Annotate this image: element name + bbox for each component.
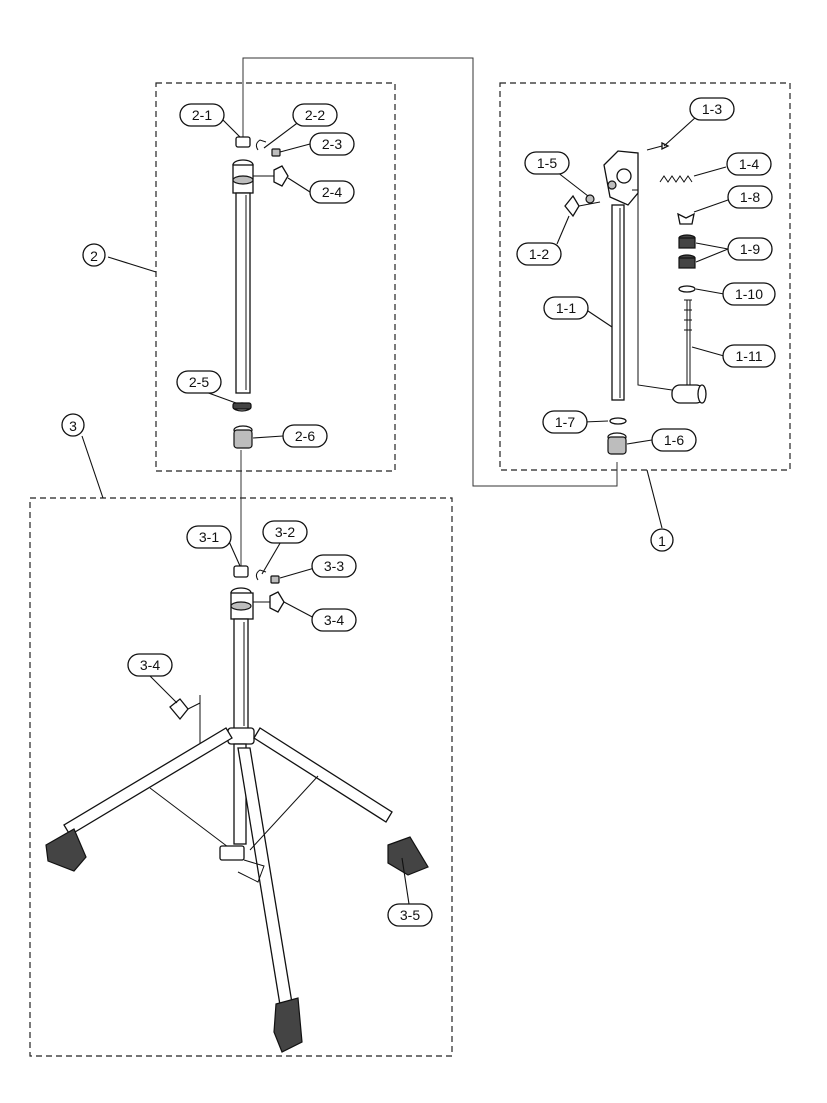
- svg-text:3-5: 3-5: [400, 907, 420, 923]
- callout-3-4: 3-4: [311, 608, 357, 632]
- svg-text:1-9: 1-9: [740, 241, 760, 257]
- callout-3-5: 3-5: [387, 903, 433, 927]
- callout-2-6: 2-6: [282, 424, 328, 448]
- svg-text:1-2: 1-2: [529, 246, 549, 262]
- connector-2-to-1: [242, 57, 618, 487]
- svg-text:3-3: 3-3: [324, 558, 344, 574]
- svg-text:3: 3: [69, 418, 77, 434]
- assembly-3-parts: [45, 565, 429, 1053]
- callout-1-8: 1-8: [727, 185, 773, 209]
- svg-text:2-2: 2-2: [305, 107, 325, 123]
- assembly-2-box: [155, 82, 396, 472]
- svg-text:1-7: 1-7: [555, 414, 575, 430]
- callout-3-1: 3-1: [186, 525, 232, 549]
- svg-text:2-4: 2-4: [322, 184, 342, 200]
- callout-2-1: 2-1: [179, 103, 225, 127]
- svg-text:2-3: 2-3: [322, 136, 342, 152]
- callout-3-4-loose: 3-4: [127, 653, 173, 677]
- assembly-label-1: 1: [650, 528, 674, 552]
- callout-1-7: 1-7: [542, 410, 588, 434]
- callout-1-10: 1-10: [722, 282, 776, 306]
- svg-text:1-4: 1-4: [739, 156, 759, 172]
- svg-text:2-6: 2-6: [295, 428, 315, 444]
- assembly-1-box: [499, 82, 791, 471]
- svg-text:3-4: 3-4: [324, 612, 344, 628]
- svg-text:1-1: 1-1: [556, 300, 576, 316]
- callout-2-5: 2-5: [176, 370, 222, 394]
- callout-1-4: 1-4: [726, 152, 772, 176]
- svg-text:1: 1: [658, 533, 666, 549]
- callout-3-2: 3-2: [262, 520, 308, 544]
- svg-text:1-3: 1-3: [702, 101, 722, 117]
- callout-1-5: 1-5: [524, 151, 570, 175]
- assembly-1-parts: [564, 141, 707, 455]
- callout-1-11: 1-11: [722, 344, 776, 368]
- callout-1-6: 1-6: [651, 428, 697, 452]
- svg-text:1-11: 1-11: [736, 348, 763, 364]
- svg-text:1-5: 1-5: [537, 155, 557, 171]
- svg-text:1-6: 1-6: [664, 432, 684, 448]
- callout-2-2: 2-2: [292, 103, 338, 127]
- svg-text:1-8: 1-8: [740, 189, 760, 205]
- callout-1-2: 1-2: [516, 242, 562, 266]
- svg-text:2-5: 2-5: [189, 374, 209, 390]
- svg-text:2: 2: [90, 248, 98, 264]
- leader-lines: [81, 114, 729, 905]
- callout-3-3: 3-3: [311, 554, 357, 578]
- svg-text:2-1: 2-1: [192, 107, 212, 123]
- callout-2-3: 2-3: [309, 132, 355, 156]
- svg-text:3-2: 3-2: [275, 524, 295, 540]
- callout-1-3: 1-3: [689, 97, 735, 121]
- callout-1-1: 1-1: [543, 296, 589, 320]
- callout-1-9: 1-9: [727, 237, 773, 261]
- svg-text:3-1: 3-1: [199, 529, 219, 545]
- assembly-label-2: 2: [82, 243, 106, 267]
- callout-2-4: 2-4: [309, 180, 355, 204]
- assembly-label-3: 3: [61, 413, 85, 437]
- svg-text:3-4: 3-4: [140, 657, 160, 673]
- svg-text:1-10: 1-10: [735, 286, 763, 302]
- assembly-2-parts: [232, 136, 289, 449]
